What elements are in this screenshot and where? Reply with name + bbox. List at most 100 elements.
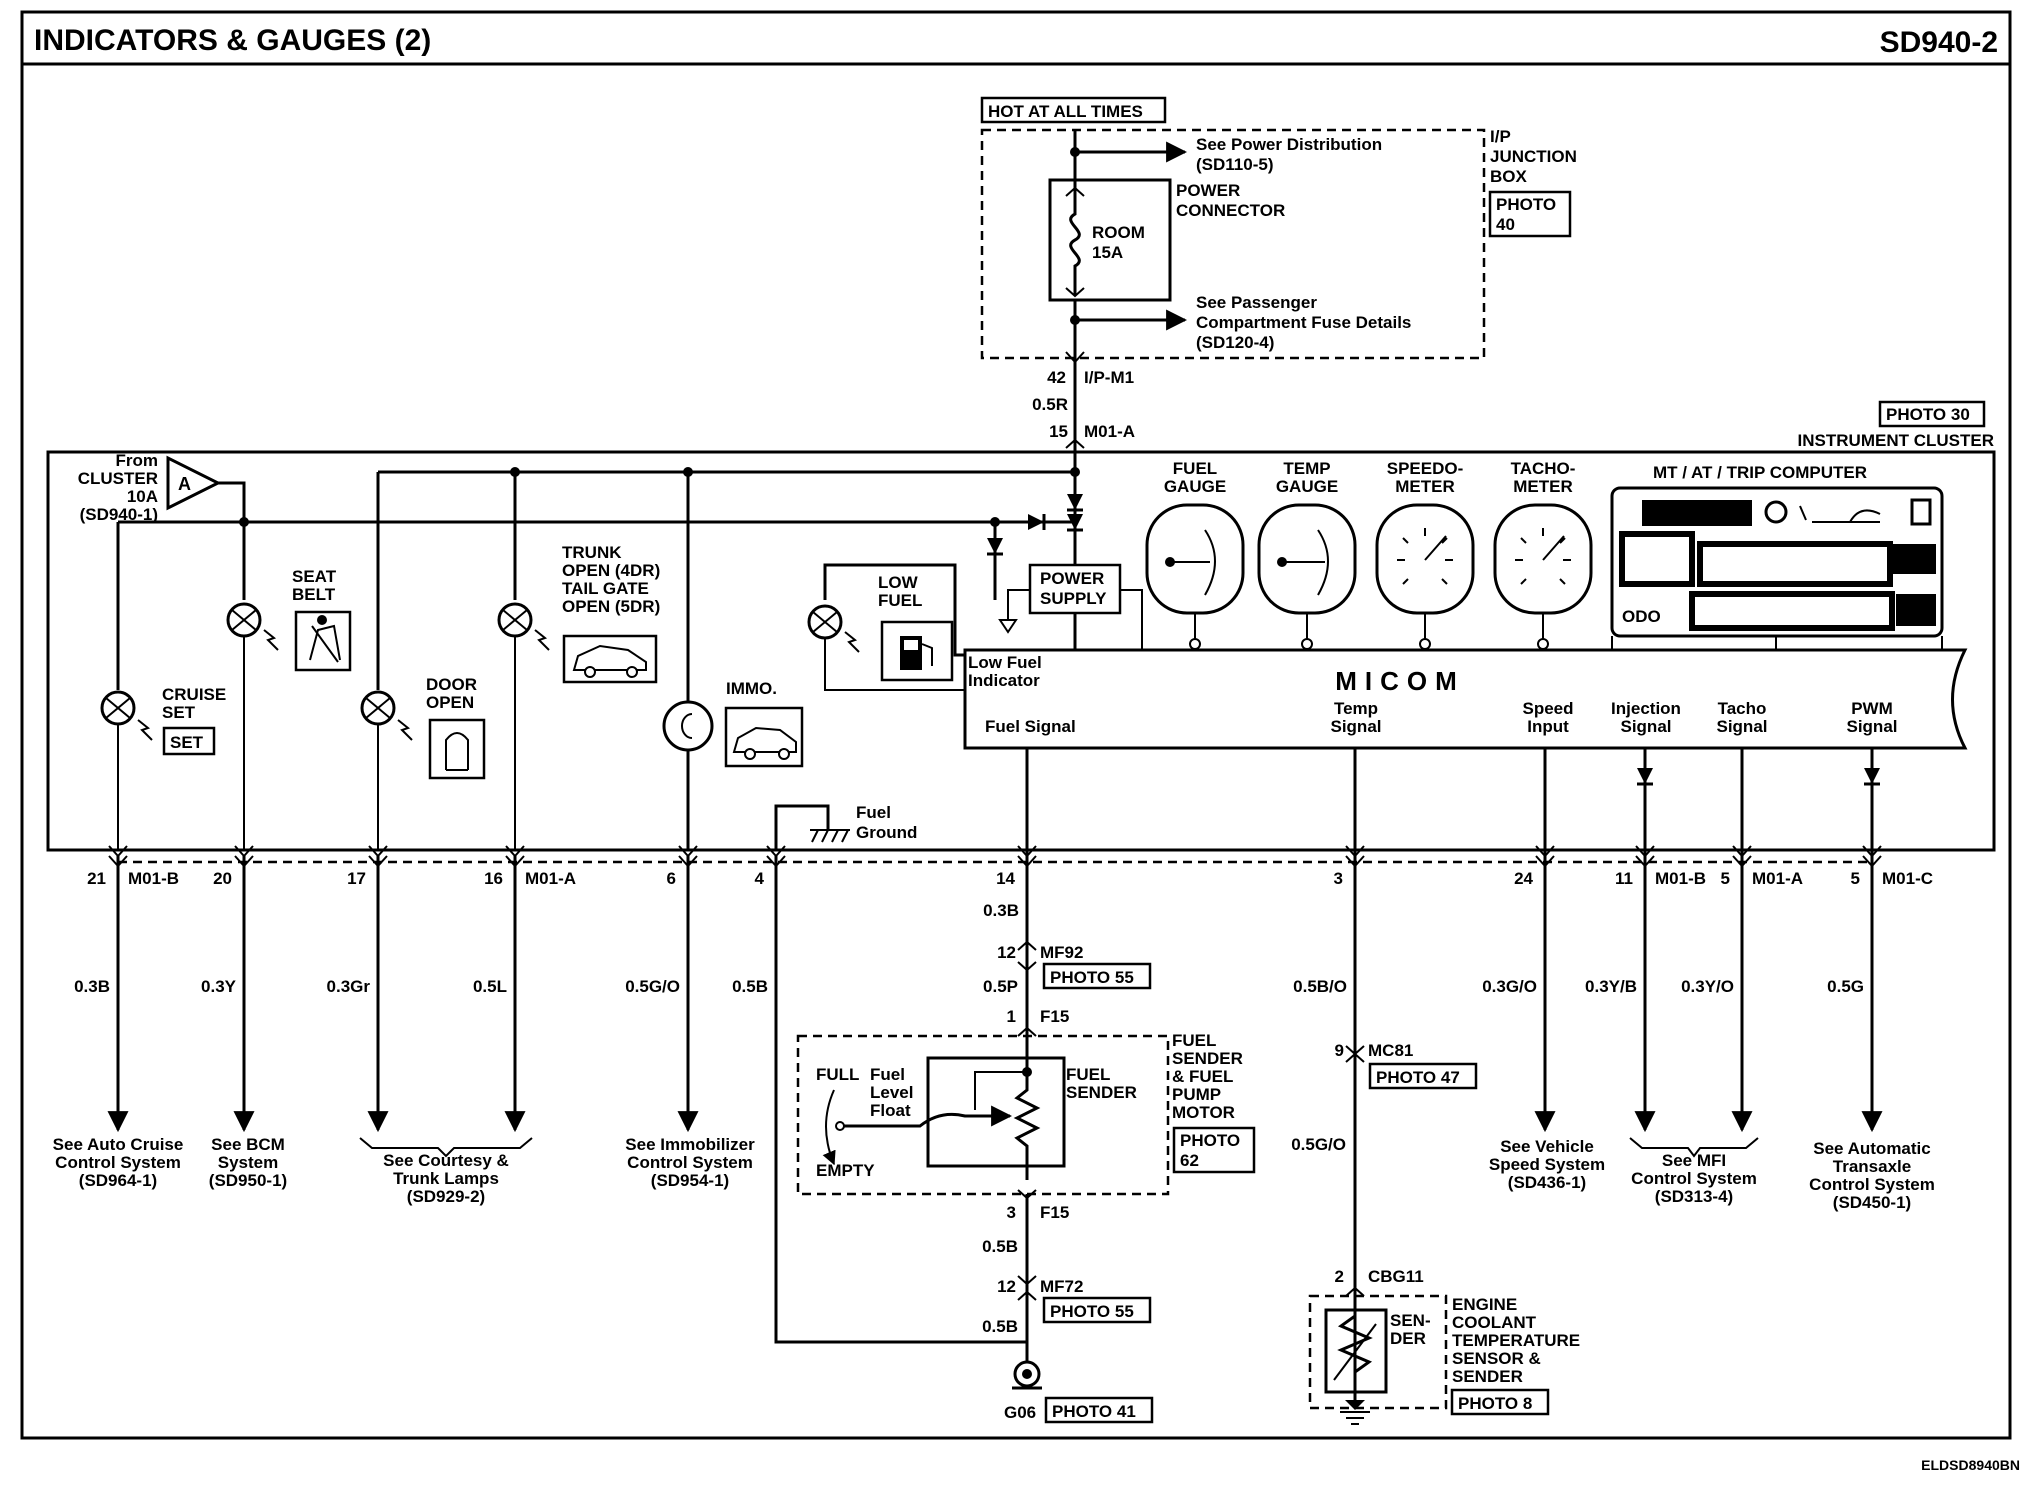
low-fuel-label-1: LOW <box>878 573 919 592</box>
wire-color-label: 0.3Y/O <box>1681 977 1734 996</box>
fuse-label-1: ROOM <box>1092 223 1145 242</box>
sender-ct-1: SEN- <box>1390 1311 1431 1330</box>
jbox-name-1: I/P <box>1490 127 1511 146</box>
photo-55-a: PHOTO 55 <box>1050 968 1134 987</box>
coolant-name-2: COOLANT <box>1452 1313 1537 1332</box>
float-label-3: Float <box>870 1101 911 1120</box>
wire-05b-1: 0.5B <box>982 1237 1018 1256</box>
ip-junction-box <box>980 128 1486 360</box>
transaxle-ref-3: Control System <box>1809 1175 1935 1194</box>
jbox-photo-2: 40 <box>1496 215 1515 234</box>
bcm-ref-3: (SD950-1) <box>209 1171 287 1190</box>
wire-color-label: 0.3B <box>74 977 110 996</box>
sender-ct-2: DER <box>1390 1329 1426 1348</box>
hot-at-all-times-label: HOT AT ALL TIMES <box>988 102 1143 121</box>
cruise-set-label-1: CRUISE <box>162 685 226 704</box>
fuel-gauge: FUEL GAUGE <box>1145 459 1245 650</box>
fuel-sender-name-5: MOTOR <box>1172 1103 1235 1122</box>
power-supply-label-1: POWER <box>1040 569 1104 588</box>
trunk-open-label-3: TAIL GATE <box>562 579 649 598</box>
ct-pin-2: 2 <box>1335 1267 1344 1286</box>
injection-signal-label-1: Injection <box>1611 699 1681 718</box>
speed-input-label-1: Speed <box>1522 699 1573 718</box>
wire-color-label: 0.3Y/B <box>1585 977 1637 996</box>
pin-connector-chevron <box>1635 845 1655 868</box>
micom-block <box>963 648 1968 750</box>
wire-color-label: 0.5G <box>1827 977 1864 996</box>
pin-number: 20 <box>213 869 232 888</box>
bcm-ref-2: System <box>218 1153 278 1172</box>
fs-pin-1: 1 <box>1007 1007 1016 1026</box>
mfi-ref-2: Control System <box>1631 1169 1757 1188</box>
fuel-sender-name-3: & FUEL <box>1172 1067 1233 1086</box>
from-cluster-3: 10A <box>127 487 158 506</box>
odo-label: ODO <box>1622 607 1661 626</box>
immobilizer-ref-2: Control System <box>627 1153 753 1172</box>
pin-number: 3 <box>1334 869 1343 888</box>
conn-f15-b: F15 <box>1040 1203 1069 1222</box>
fuel-gauge-label-1: FUEL <box>1173 459 1217 478</box>
courtesy-ref-1: See Courtesy & <box>383 1151 509 1170</box>
mfi-ref-3: (SD313-4) <box>1655 1187 1733 1206</box>
fuel-sender-name-4: PUMP <box>1172 1085 1221 1104</box>
connector-a-triangle <box>166 455 222 511</box>
pin-number: 4 <box>755 869 765 888</box>
from-cluster-4: (SD940-1) <box>80 505 158 524</box>
pin-connector-chevron <box>1017 845 1037 868</box>
ct-pin-9: 9 <box>1335 1041 1344 1060</box>
power-dist-ref-2: (SD110-5) <box>1196 155 1273 174</box>
set-badge: SET <box>170 733 204 752</box>
coolant-name-4: SENSOR & <box>1452 1349 1541 1368</box>
trunk-open-label-1: TRUNK <box>562 543 622 562</box>
tachometer: TACHO- METER <box>1493 459 1593 650</box>
trip-computer-label: MT / AT / TRIP COMPUTER <box>1653 463 1867 482</box>
float-label-2: Level <box>870 1083 913 1102</box>
tachometer-label-1: TACHO- <box>1511 459 1576 478</box>
sender-resistor <box>1013 1072 1041 1180</box>
wire-color-label: 0.3G/O <box>1482 977 1537 996</box>
wire-color-label: 0.3B <box>983 901 1019 920</box>
seat-belt-label-2: BELT <box>292 585 336 604</box>
wire-color-label: 0.5B <box>732 977 768 996</box>
coolant-name-1: ENGINE <box>1452 1295 1517 1314</box>
low-fuel-lamp-circuit: LOW FUEL <box>807 563 965 691</box>
trunk-open-lamp-circuit: TRUNK OPEN (4DR) TAIL GATE OPEN (5DR) <box>497 472 660 850</box>
wire-color-label: 0.3Y <box>201 977 237 996</box>
speed-input-label-2: Input <box>1527 717 1569 736</box>
pin-number: 6 <box>667 869 676 888</box>
coolant-name-3: TEMPERATURE <box>1452 1331 1580 1350</box>
micom-label: MICOM <box>1335 666 1465 696</box>
conn-ip-m1: I/P-M1 <box>1084 368 1134 387</box>
pin-number: 14 <box>996 869 1015 888</box>
temp-signal-label-1: Temp <box>1334 699 1378 718</box>
jbox-photo-1: PHOTO <box>1496 195 1556 214</box>
pin-number: 17 <box>347 869 366 888</box>
wire-color-label: 0.5L <box>473 977 507 996</box>
pin-connector-chevron <box>1862 845 1882 868</box>
coolant-name-5: SENDER <box>1452 1367 1523 1386</box>
wire-05b-2: 0.5B <box>982 1317 1018 1336</box>
pin-number: 16 <box>484 869 503 888</box>
trunk-open-label-4: OPEN (5DR) <box>562 597 660 616</box>
tachometer-label-2: METER <box>1513 477 1573 496</box>
power-connector-label-1: POWER <box>1176 181 1240 200</box>
passenger-ref-1: See Passenger <box>1196 293 1317 312</box>
jbox-name-3: BOX <box>1490 167 1528 186</box>
sender-label-1: FUEL <box>1066 1065 1110 1084</box>
pwm-signal-label-2: Signal <box>1846 717 1897 736</box>
conn-f15-a: F15 <box>1040 1007 1069 1026</box>
from-cluster-2: CLUSTER <box>78 469 158 488</box>
tacho-signal-label-1: Tacho <box>1718 699 1767 718</box>
wire-color-label: 0.3Gr <box>327 977 371 996</box>
passenger-ref-3: (SD120-4) <box>1196 333 1274 352</box>
low-fuel-label-2: FUEL <box>878 591 922 610</box>
fuel-sender-box <box>926 1056 1066 1168</box>
transaxle-ref-2: Transaxle <box>1833 1157 1911 1176</box>
wire-05p: 0.5P <box>983 977 1018 996</box>
bcm-ref-1: See BCM <box>211 1135 285 1154</box>
tacho-signal-label-2: Signal <box>1716 717 1767 736</box>
photo-55-b: PHOTO 55 <box>1050 1302 1134 1321</box>
pin-number: 5 <box>1851 869 1860 888</box>
